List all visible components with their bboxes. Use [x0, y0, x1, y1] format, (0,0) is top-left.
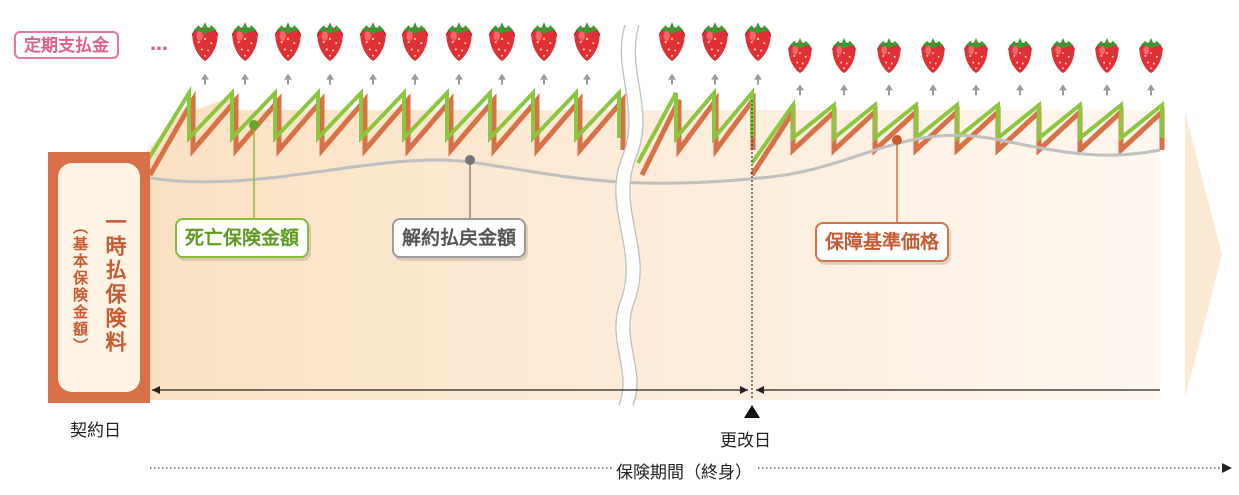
death-benefit-sawtooth-mid: [636, 87, 754, 164]
up-arrow-icon: [668, 73, 676, 85]
strawberry-icon: [921, 37, 945, 74]
strawberry-icon: [274, 21, 302, 62]
ellipsis-text: …: [150, 34, 168, 55]
single-premium-box: 一時払保険料 （基本保険金額）: [48, 152, 150, 403]
death-benefit-line: [144, 85, 1164, 165]
coverage-area: [146, 95, 1160, 400]
up-arrow-icon: [1059, 84, 1067, 96]
up-arrow-icon: [1147, 84, 1155, 96]
up-arrow-icon: [241, 73, 249, 85]
strawberry-icon: [658, 21, 686, 62]
surrender-value-label: 解約払戻金額: [392, 218, 527, 258]
death-benefit-dot: [249, 120, 259, 130]
coverage-period-label: 保険期間（終身）: [612, 458, 756, 483]
strawberry-icon: [701, 21, 729, 62]
strawberry-icon: [401, 21, 429, 62]
up-arrow-icon: [540, 73, 548, 85]
up-arrow-icon: [840, 84, 848, 96]
contract-date-label: 契約日: [70, 421, 121, 441]
up-arrow-icon: [411, 73, 419, 85]
base-insured-amount-label: （基本保険金額）: [71, 219, 89, 355]
forward-arrow-head: [1185, 112, 1222, 398]
strawberry-icon: [1051, 37, 1075, 74]
period-arrow-left: [152, 386, 748, 394]
up-arrow-icon: [284, 73, 292, 85]
guarantee-base-price-label: 保障基準価格: [815, 222, 950, 262]
up-arrow-icon: [455, 73, 463, 85]
up-arrow-icon: [711, 73, 719, 85]
strawberry-icon: [1139, 37, 1163, 74]
up-arrow-icon: [1016, 84, 1024, 96]
strawberry-icon: [191, 21, 219, 62]
up-arrow-icon: [498, 73, 506, 85]
up-arrow-icon: [754, 73, 762, 85]
up-arrow-icon: [201, 73, 209, 85]
single-premium-label: 一時払保険料: [103, 211, 127, 355]
strawberry-icon: [964, 37, 988, 74]
strawberry-icon: [316, 21, 344, 62]
up-arrow-icon: [326, 73, 334, 85]
death-benefit-sawtooth-right: [750, 98, 1164, 165]
strawberry-icon: [1008, 37, 1032, 74]
guarantee-base-dot: [892, 135, 902, 145]
up-arrow-icon: [1103, 84, 1111, 96]
surrender-value-dot: [465, 155, 475, 165]
strawberry-icon: [877, 37, 901, 74]
periodic-payments: [191, 21, 1163, 96]
strawberry-icon: [744, 21, 772, 62]
surrender-value-line: [149, 133, 1161, 185]
strawberry-icon: [445, 21, 473, 62]
up-arrow-icon: [929, 84, 937, 96]
up-arrow-icon: [583, 73, 591, 85]
strawberry-icon: [359, 21, 387, 62]
wavy-break-icon: [616, 23, 643, 408]
renewal-date-label: 更改日: [720, 431, 771, 451]
up-arrow-icon: [885, 84, 893, 96]
right-arrow-icon: [1222, 463, 1232, 473]
strawberry-icon: [832, 37, 856, 74]
strawberry-icon: [530, 21, 558, 62]
death-benefit-label: 死亡保険金額: [175, 218, 310, 258]
up-arrow-icon: [796, 84, 804, 96]
strawberry-icon: [1095, 37, 1119, 74]
strawberry-icon: [573, 21, 601, 62]
single-premium-inner: 一時払保険料 （基本保険金額）: [58, 163, 140, 392]
periodic-payment-label: 定期支払金: [14, 31, 119, 59]
death-benefit-sawtooth-left: [144, 85, 621, 165]
up-arrow-icon: [972, 84, 980, 96]
up-arrow-icon: [369, 73, 377, 85]
strawberry-icon: [788, 37, 812, 74]
strawberry-icon: [231, 21, 259, 62]
strawberry-icon: [488, 21, 516, 62]
period-arrow-right: [756, 386, 1160, 394]
triangle-marker-icon: [744, 405, 760, 418]
